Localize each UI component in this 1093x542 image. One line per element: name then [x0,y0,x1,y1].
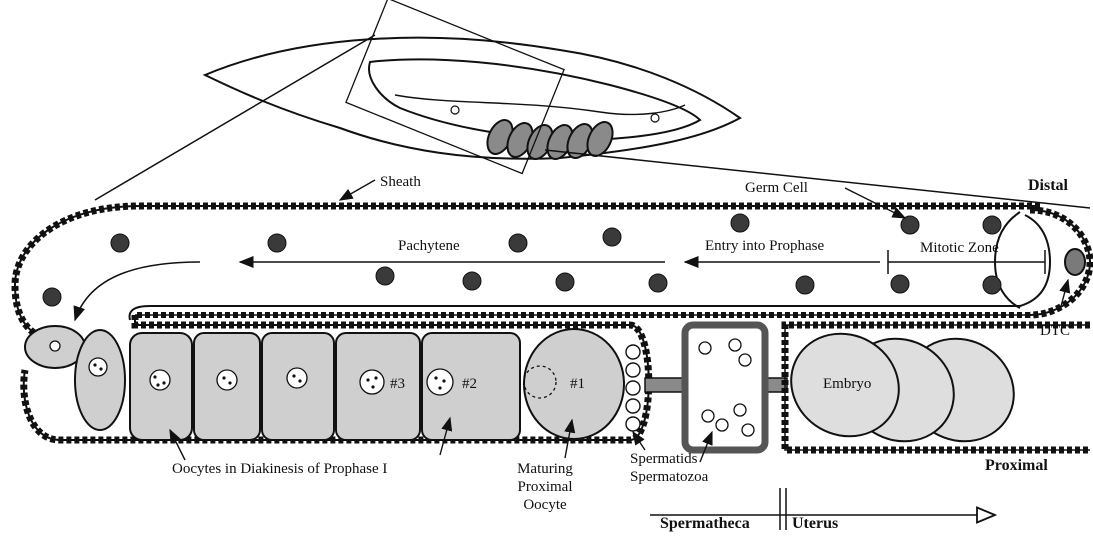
germ-cells [43,214,1001,306]
oocytes [25,326,624,440]
germ-cell [603,228,621,246]
germ-cell [376,267,394,285]
embryo-label: Embryo [823,376,871,392]
maturing-label-2: Proximal [518,479,573,495]
entry-into-prophase-label: Entry into Prophase [705,238,824,254]
germ-cell [731,214,749,232]
germ-cell [901,216,919,234]
spermatheca [645,325,787,450]
germ-cell [983,276,1001,294]
germ-cell [43,288,61,306]
germ-cell [268,234,286,252]
oocytes-diakinesis-label: Oocytes in Diakinesis of Prophase I [172,461,387,477]
germ-cell [111,234,129,252]
germ-cell [463,272,481,290]
dtc-cell [1065,249,1085,275]
pachytene-label: Pachytene [398,238,460,254]
spermatozoa-label: Spermatozoa [630,469,709,485]
oocyte-2-label: #2 [462,376,477,392]
maturing-label-3: Oocyte [523,497,567,513]
oocyte-3-label: #3 [390,376,405,392]
uterus-label: Uterus [792,515,838,532]
sheath-label: Sheath [380,174,421,190]
maturing-label-1: Maturing [517,461,573,477]
spermatheca-label: Spermatheca [660,515,750,532]
germ-cell [983,216,1001,234]
germ-cell [556,273,574,291]
germ-cell [509,234,527,252]
distal-label: Distal [1028,177,1069,194]
oocyte-1-label: #1 [570,376,585,392]
worm-illustration [95,0,1090,208]
oocyte [75,330,125,430]
spermatids-label: Spermatids [630,451,698,467]
spermatids [626,345,640,431]
mitotic-zone-label: Mitotic Zone [920,240,999,256]
germ-cell [796,276,814,294]
germ-cell-label: Germ Cell [745,180,808,196]
germ-cell [891,275,909,293]
dtc-label: DTC [1040,323,1070,339]
proximal-label: Proximal [985,457,1048,474]
germ-cell [649,274,667,292]
